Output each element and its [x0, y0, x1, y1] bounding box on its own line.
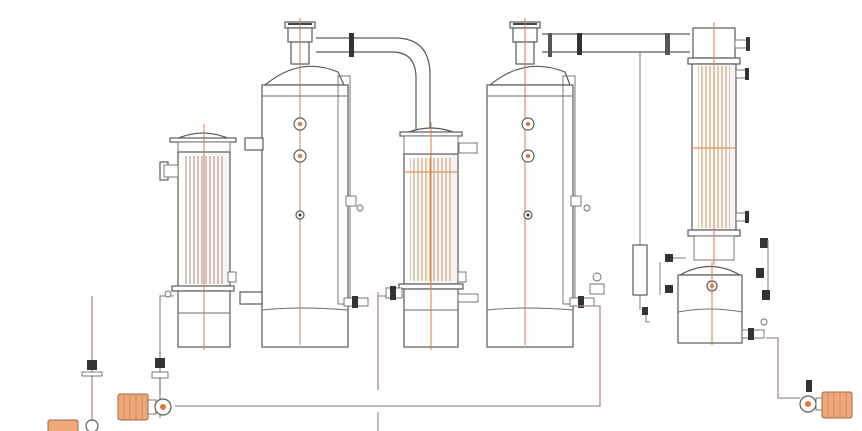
receiver-tank — [677, 262, 765, 345]
effect-2-heater — [398, 122, 479, 350]
condenser — [687, 22, 750, 265]
discharge-pump — [799, 380, 853, 419]
effect-2-separator — [486, 18, 605, 348]
level-gauge — [632, 238, 770, 326]
vapor-duct — [316, 33, 690, 245]
auxiliary-pump — [47, 419, 99, 431]
feed-pump — [117, 393, 172, 421]
line-valves — [81, 286, 403, 379]
effect-1-separator — [239, 18, 369, 348]
effect-1-heater — [159, 124, 237, 350]
